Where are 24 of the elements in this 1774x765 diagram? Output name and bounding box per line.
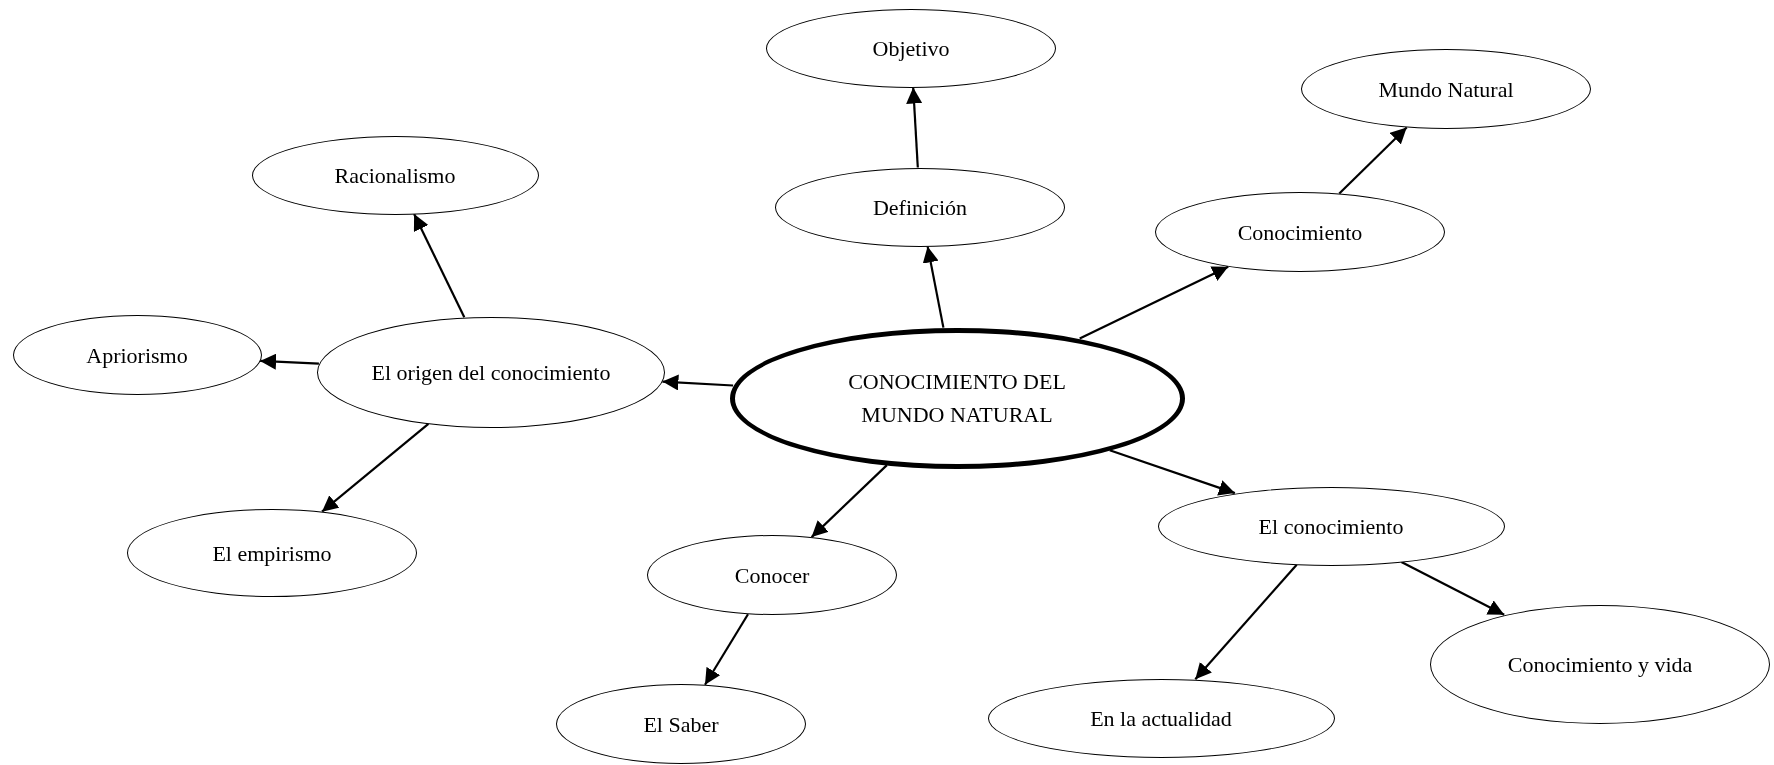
node-text: El Saber bbox=[643, 710, 719, 739]
node-text: Conocer bbox=[734, 561, 810, 590]
arrow bbox=[1194, 563, 1298, 681]
arrow bbox=[1079, 265, 1229, 340]
node-text: CONOCIMIENTO DEL MUNDO NATURAL bbox=[847, 368, 1067, 429]
arrow bbox=[1400, 561, 1505, 616]
node-text: Definición bbox=[872, 193, 968, 222]
node-text: Objetivo bbox=[872, 34, 950, 63]
node-text: El empirismo bbox=[212, 539, 332, 568]
arrow bbox=[704, 613, 749, 686]
arrow bbox=[413, 213, 466, 318]
node-text: Mundo Natural bbox=[1378, 75, 1514, 104]
arrow bbox=[321, 422, 430, 513]
arrow bbox=[260, 353, 319, 370]
node-text: El conocimiento bbox=[1258, 512, 1404, 541]
node-text: El origen del conocimiento bbox=[371, 358, 611, 387]
node-text: Conocimiento bbox=[1237, 218, 1363, 247]
arrow bbox=[1109, 449, 1236, 496]
arrow bbox=[906, 87, 923, 168]
node-text: Apriorismo bbox=[86, 341, 188, 370]
arrow bbox=[922, 246, 945, 328]
node-text: En la actualidad bbox=[1090, 704, 1232, 733]
node-text: Conocimiento y vida bbox=[1507, 650, 1693, 679]
node-text: Racionalismo bbox=[334, 161, 456, 190]
